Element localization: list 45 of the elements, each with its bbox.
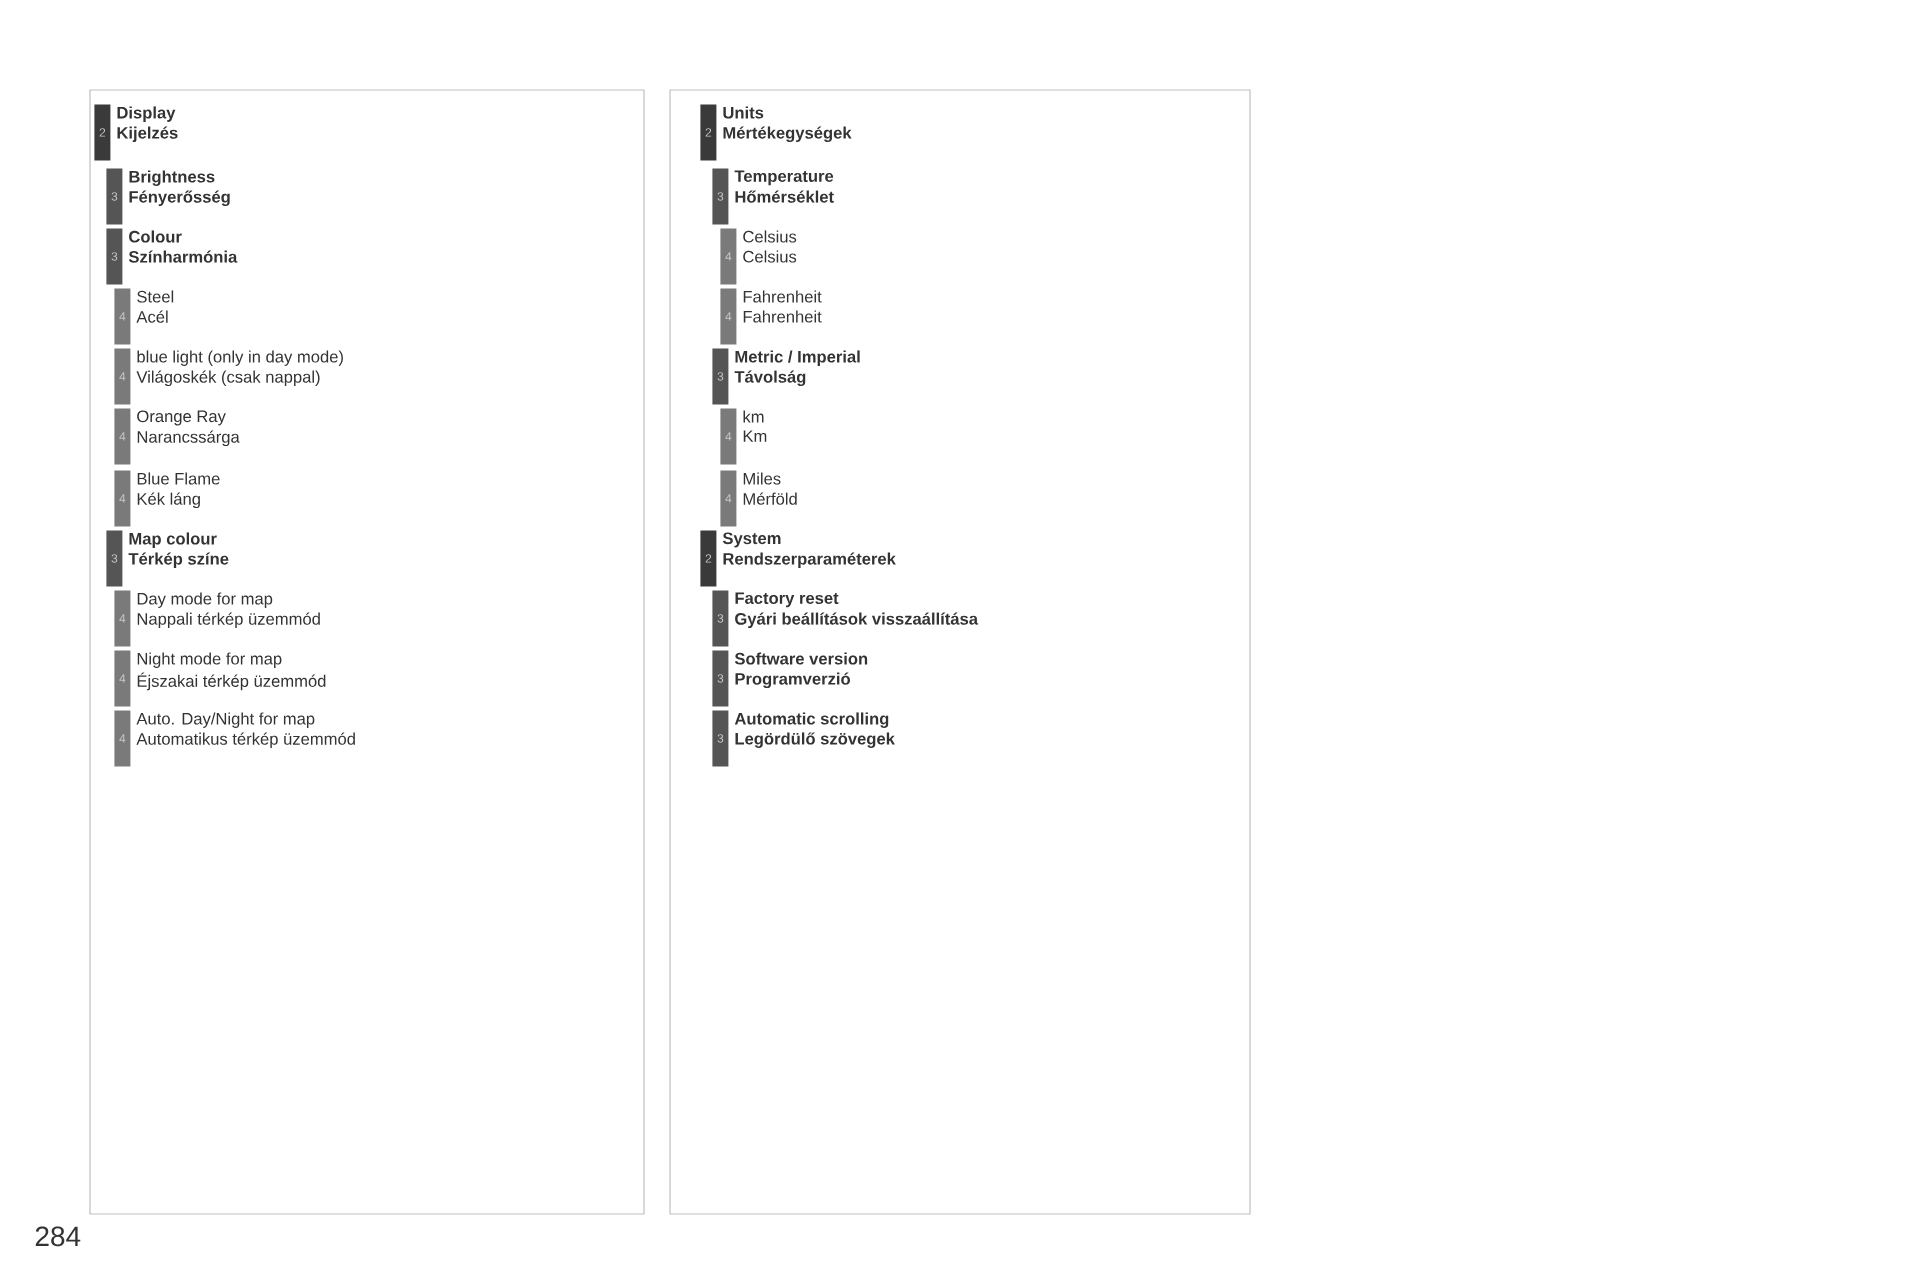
menu-item-label: Steel	[137, 290, 174, 303]
menu-item-label: Day mode for map	[137, 592, 273, 608]
menu-item-label: Rendszerparaméterek	[723, 552, 896, 569]
menu-item-label: Metric / Imperial	[735, 350, 860, 366]
menu-item-label: Kék láng	[137, 492, 200, 509]
menu-item-label: Fahrenheit	[743, 290, 822, 303]
menu-item-label: Miles	[743, 472, 781, 485]
menu-item-label: Celsius	[743, 250, 797, 263]
menu-item-label: Narancssárga	[137, 430, 240, 447]
menu-item-label: Km	[743, 430, 767, 442]
menu-item-label: Factory reset	[735, 592, 839, 608]
menu-item-label: blue light (only in day mode)	[137, 350, 343, 366]
menu-item-label: Kijelzés	[117, 126, 178, 143]
menu-item-label: Fahrenheit	[743, 310, 822, 323]
menu-item-label: km	[743, 410, 764, 423]
menu-item-label: Térkép színe	[128, 552, 229, 569]
menu-item-label: Temperature	[734, 170, 834, 186]
menu-item-label: Map colour	[129, 532, 217, 548]
menu-item-label: Celsius	[743, 230, 797, 243]
menu-item-label: Legördülő szövegek	[735, 732, 895, 748]
menu-item-label: Colour	[129, 230, 182, 243]
menu-item-label: Display	[117, 106, 176, 122]
menu-item-label: Blue Flame	[137, 472, 220, 485]
menu-item-label: Brightness	[129, 170, 215, 186]
menu-item-label: Mérföld	[743, 492, 797, 505]
menu-item-label: Hőmérséklet	[735, 190, 834, 203]
menu-item-label: Units	[723, 106, 764, 119]
page-number: 284	[35, 1226, 81, 1247]
menu-item-label: Auto. Day/Night for map	[136, 712, 315, 728]
menu-item-label: Gyári beállítások visszaállítása	[735, 612, 979, 629]
menu-item-label: Software version	[734, 652, 868, 665]
menu-item-label: Automatic scrolling	[734, 712, 889, 728]
menu-item-label: Nappali térkép üzemmód	[137, 612, 320, 629]
menu-item-label: Night mode for map	[137, 652, 282, 668]
menu-item-label: Távolság	[734, 370, 806, 387]
menu-item-label: Éjszakai térkép üzemmód	[137, 672, 326, 691]
menu-item-label: Automatikus térkép üzemmód	[136, 732, 355, 749]
menu-item-label: Programverzió	[735, 672, 850, 689]
menu-item-label: Világoskék (csak nappal)	[136, 370, 320, 387]
menu-item-label: Színharmónia	[128, 250, 238, 263]
menu-item-label: Orange Ray	[137, 410, 226, 426]
menu-item-label: System	[722, 532, 781, 548]
menu-item-label: Acél	[136, 310, 168, 323]
menu-item-label: Mértékegységek	[723, 126, 852, 143]
menu-item-label: Fényerősség	[129, 190, 230, 207]
